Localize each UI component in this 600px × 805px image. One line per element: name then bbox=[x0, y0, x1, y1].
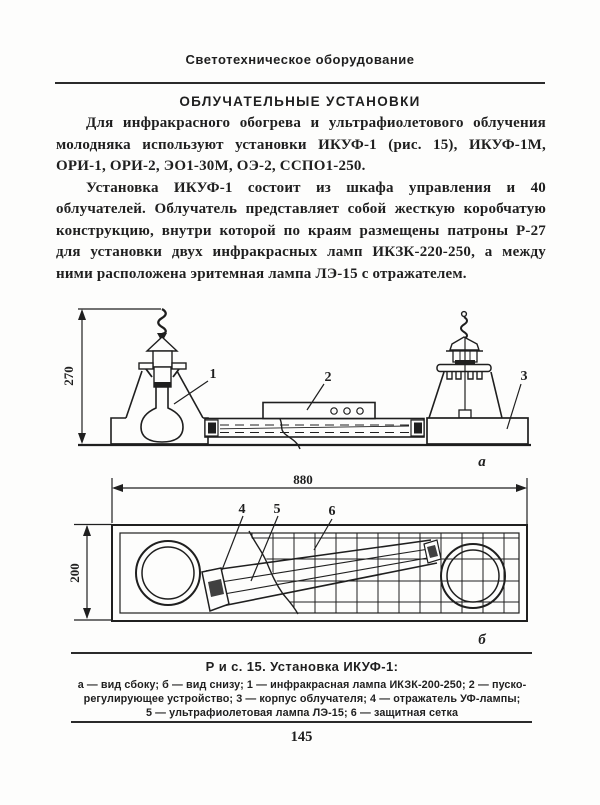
uv-lamp-fixture bbox=[426, 310, 529, 445]
figure-15-diagram: 270 bbox=[61, 308, 531, 648]
dimension-880-value: 880 bbox=[293, 472, 313, 487]
uv-lamp-and-reflector bbox=[201, 539, 442, 613]
break-line bbox=[248, 530, 299, 615]
caption-line-3: 5 — ультрафиолетовая лампа ЛЭ-15; 6 — за… bbox=[145, 706, 459, 719]
dimension-880: 880 bbox=[111, 472, 528, 524]
callout-2: 2 bbox=[325, 370, 332, 385]
body-text: Для инфракрасного обогрева и ультрафиоле… bbox=[56, 113, 546, 285]
figure-caption-title: Р и с. 15. Установка ИКУФ-1: bbox=[205, 659, 399, 674]
side-view-diagram: 270 bbox=[61, 308, 531, 470]
section-title: ОБЛУЧАТЕЛЬНЫЕ УСТАНОВКИ bbox=[179, 94, 421, 109]
view-label-a: а bbox=[478, 454, 486, 470]
dimension-200-value: 200 bbox=[67, 563, 82, 583]
figure-caption-legend: а — вид сбоку; б — вид снизу; 1 — инфрак… bbox=[62, 679, 542, 720]
callout-4: 4 bbox=[239, 502, 246, 517]
caption-line-2: регулирующее устройство; 3 — корпус облу… bbox=[83, 692, 521, 705]
bottom-view-diagram: 880 200 bbox=[67, 472, 528, 648]
header-rule bbox=[55, 82, 545, 84]
dimension-270-value: 270 bbox=[61, 366, 76, 386]
paragraph-1: Для инфракрасного обогрева и ультрафиоле… bbox=[56, 115, 546, 174]
bottom-view-callouts: 4 5 6 б bbox=[221, 502, 486, 648]
callout-6: 6 bbox=[329, 504, 336, 519]
caption-rule-top bbox=[71, 652, 532, 654]
callout-1: 1 bbox=[210, 367, 217, 382]
lamp-opening-left bbox=[135, 540, 201, 606]
page-number: 145 bbox=[290, 729, 313, 745]
ballast-box bbox=[262, 401, 376, 420]
infrared-bulb bbox=[140, 386, 184, 443]
running-header: Светотехническое оборудование bbox=[185, 52, 415, 67]
view-label-b: б bbox=[478, 632, 486, 648]
dimension-270: 270 bbox=[61, 308, 161, 444]
side-view-callouts: 1 2 3 а bbox=[173, 367, 528, 470]
irradiator-housing-bottom bbox=[111, 524, 528, 622]
callout-5: 5 bbox=[274, 502, 281, 517]
paragraph-2: Установка ИКУФ-1 состоит из шкафа управл… bbox=[56, 179, 546, 282]
caption-line-1: а — вид сбоку; б — вид снизу; 1 — инфрак… bbox=[77, 679, 527, 691]
caption-rule-bottom bbox=[71, 721, 532, 723]
callout-3: 3 bbox=[521, 369, 528, 384]
infrared-lamp-fixture bbox=[110, 308, 209, 445]
lamp-opening-right bbox=[440, 543, 506, 609]
dimension-200: 200 bbox=[67, 523, 112, 621]
